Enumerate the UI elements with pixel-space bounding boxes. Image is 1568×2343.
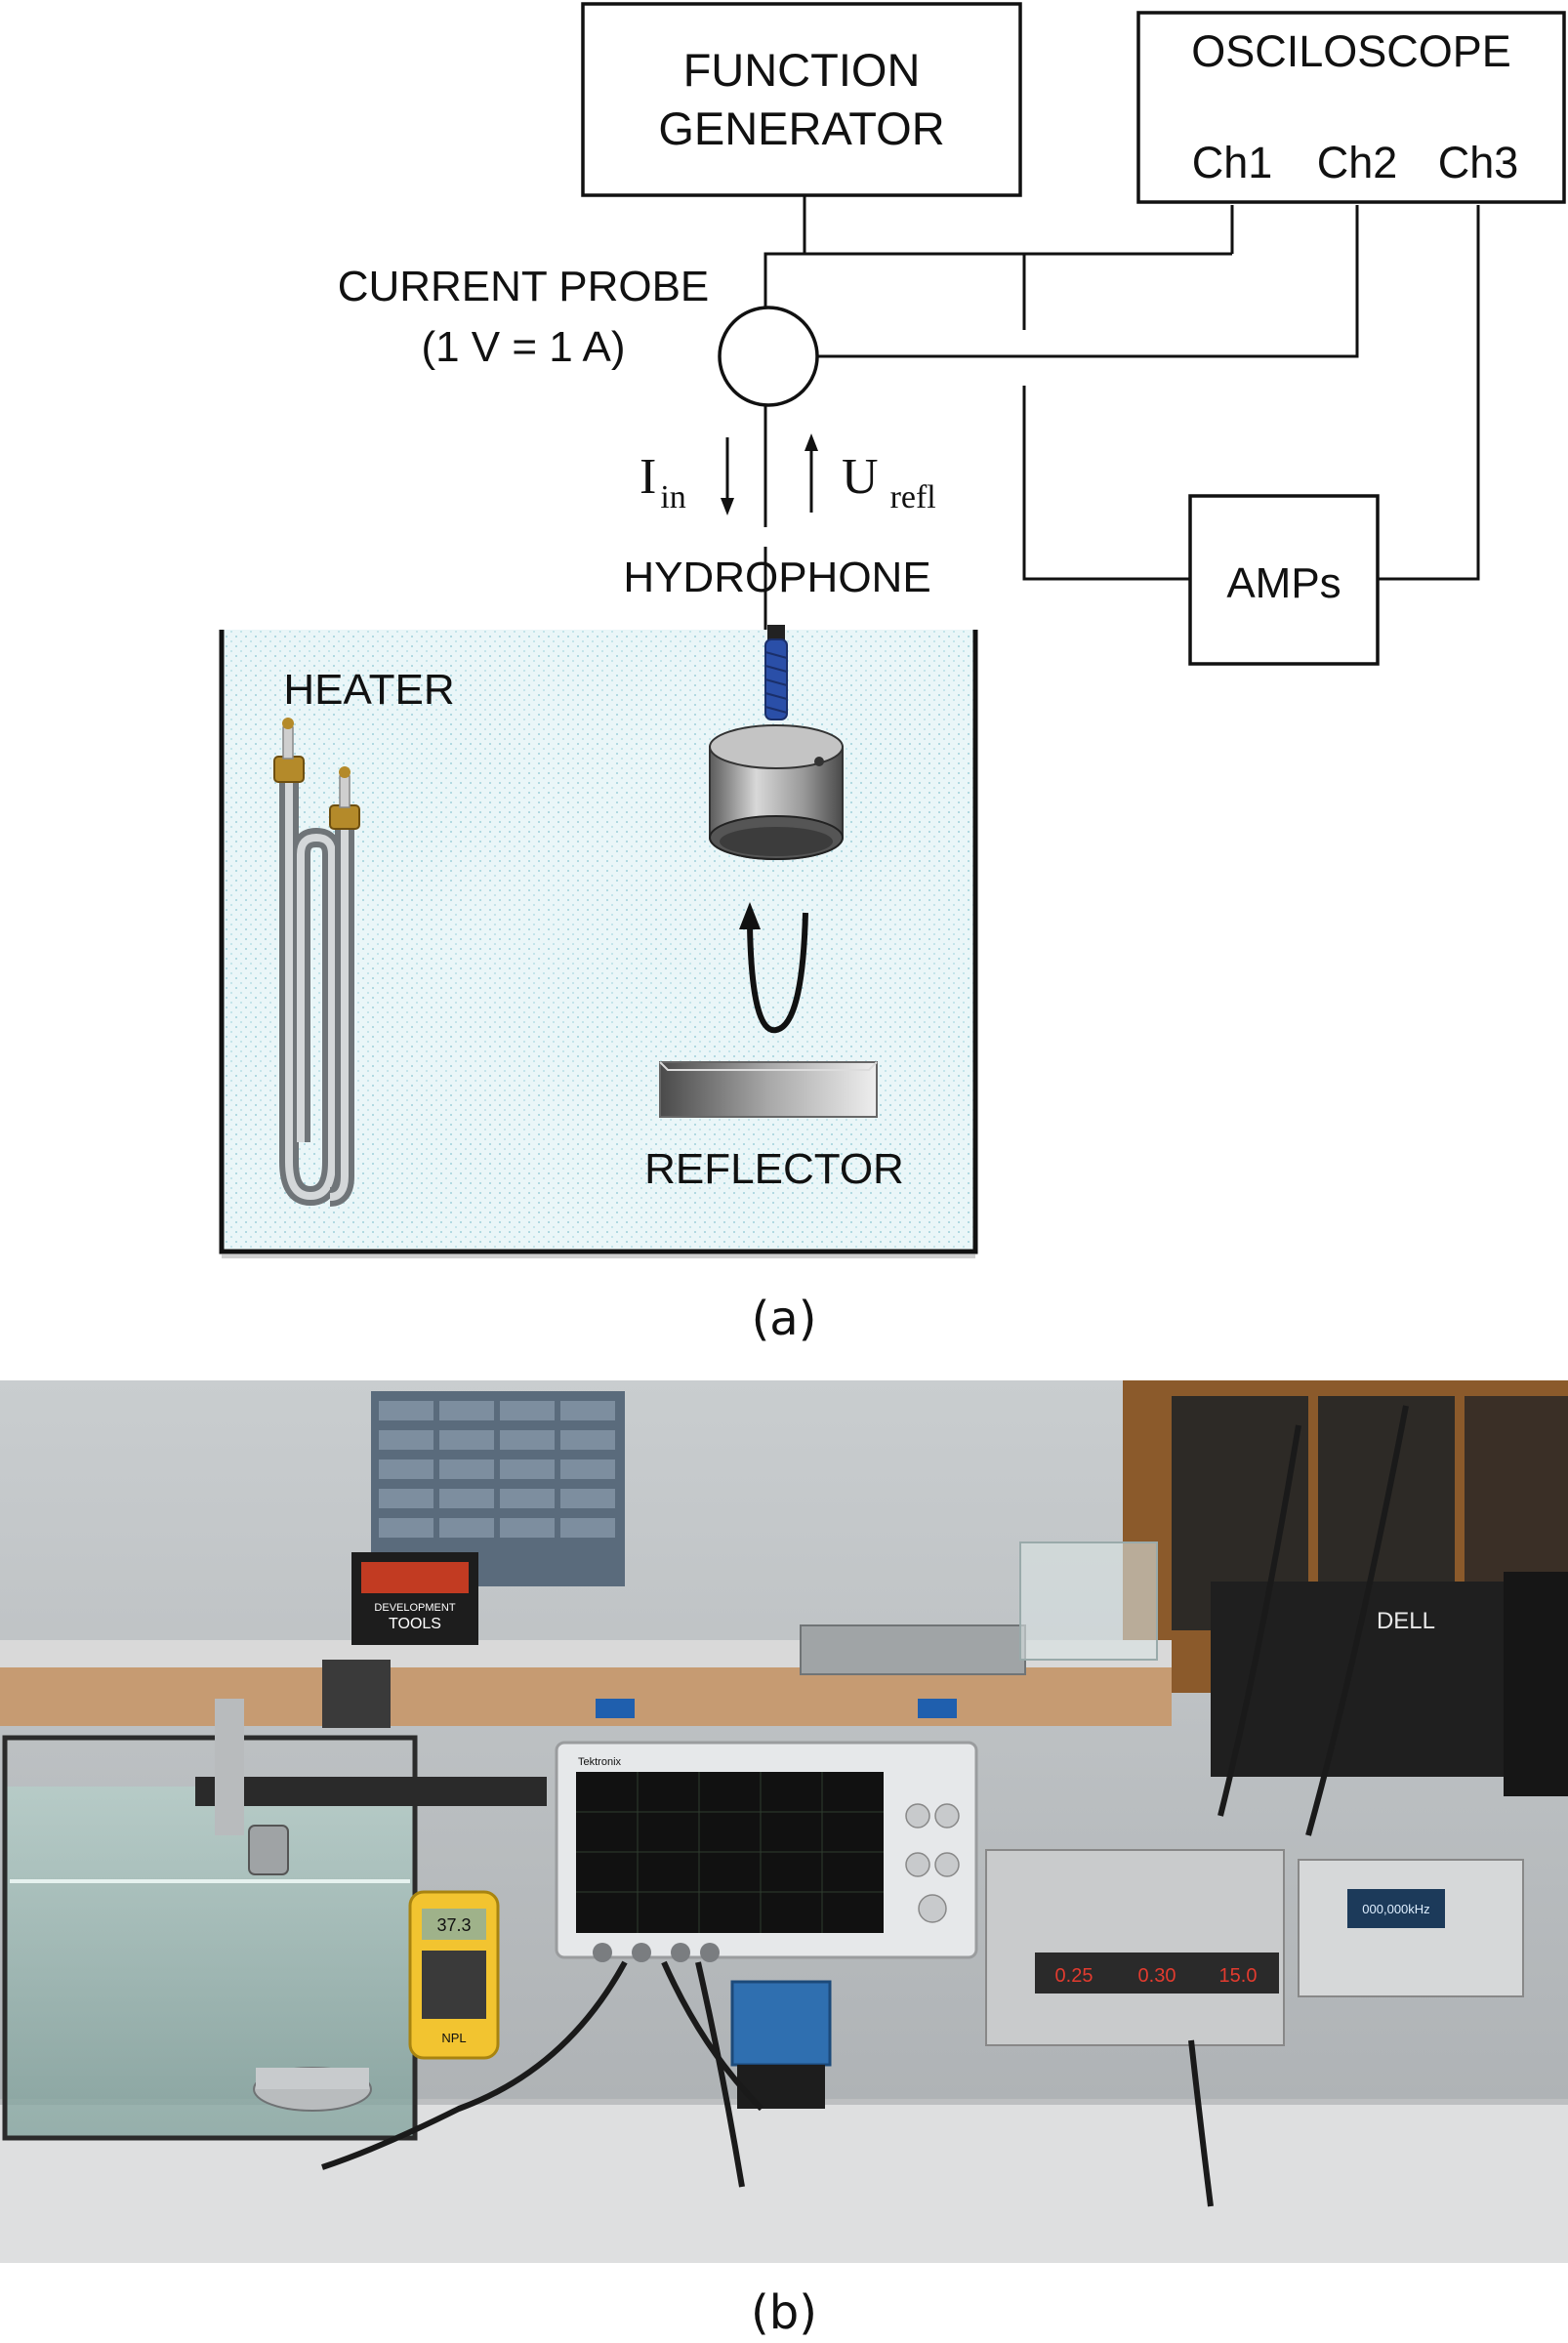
channel-3-label: Ch3: [1438, 138, 1519, 187]
function-generator-label-line1: FUNCTION: [683, 44, 921, 96]
oscilloscope-label: OSCILOSCOPE: [1191, 26, 1511, 76]
u-refl-subscript: refl: [890, 479, 936, 515]
thermometer-reading: 37.3: [436, 1915, 471, 1935]
hydrophone-sensor: [709, 625, 844, 860]
glass-water-tank: [2, 1728, 418, 2141]
panel-a-caption: (a): [752, 1292, 817, 1346]
development-tools-box: DEVELOPMENT TOOLS: [351, 1552, 478, 1645]
function-generator-photo: 000,000kHz: [1298, 1859, 1524, 1997]
scope-brand: Tektronix: [578, 1756, 622, 1768]
heater-label: HEATER: [283, 666, 454, 714]
storage-drawers: [371, 1391, 625, 1586]
amps-label: AMPs: [1226, 559, 1341, 607]
i-in-subscript: in: [660, 479, 685, 515]
reflector-label: REFLECTOR: [644, 1145, 904, 1193]
oscilloscope-photo: Tektronix: [555, 1699, 978, 1962]
reflector-block: [659, 1061, 878, 1118]
amps-box: AMPs: [1188, 494, 1380, 666]
current-probe-circle: [718, 306, 819, 407]
development-tools-line1: DEVELOPMENT: [374, 1602, 455, 1614]
reflection-arrow: [739, 902, 808, 1034]
heater-drawing: [273, 718, 360, 1207]
thermometer-photo: 37.3 NPL: [408, 1890, 500, 2060]
current-probe-label-line1: CURRENT PROBE: [338, 263, 710, 310]
thermometer-logo: NPL: [441, 2031, 466, 2045]
power-supply-display-3: 15.0: [1219, 1965, 1258, 1987]
wiring: [763, 195, 1480, 635]
development-tools-line2: TOOLS: [389, 1616, 441, 1632]
channel-1-label: Ch1: [1192, 138, 1273, 187]
oscilloscope-box: OSCILOSCOPE Ch1 Ch2 Ch3: [1136, 11, 1566, 204]
monitor-brand: DELL: [1377, 1608, 1435, 1634]
power-supply-display-2: 0.30: [1138, 1965, 1176, 1987]
panel-b-photo: DEVELOPMENT TOOLS: [0, 1380, 1568, 2340]
cables: [321, 1405, 1409, 2207]
i-in-arrow: [721, 437, 734, 515]
function-generator-box: FUNCTION GENERATOR: [581, 2, 1022, 197]
u-refl-arrow: [805, 433, 818, 513]
channel-2-label: Ch2: [1317, 138, 1398, 187]
panel-a-schematic: FUNCTION GENERATOR OSCILOSCOPE Ch1 Ch2 C…: [219, 2, 1566, 1346]
power-supply-photo: 0.25 0.30 15.0: [985, 1849, 1285, 2046]
power-supply-display-1: 0.25: [1055, 1965, 1093, 1987]
monitor-photo: DELL: [1211, 1572, 1568, 1796]
hydrophone-label: HYDROPHONE: [623, 554, 930, 601]
generator-display: 000,000kHz: [1362, 1902, 1429, 1916]
function-generator-label-line2: GENERATOR: [658, 103, 944, 154]
current-probe-label-line2: (1 V = 1 A): [421, 323, 625, 371]
panel-b-caption: (b): [751, 2285, 817, 2340]
